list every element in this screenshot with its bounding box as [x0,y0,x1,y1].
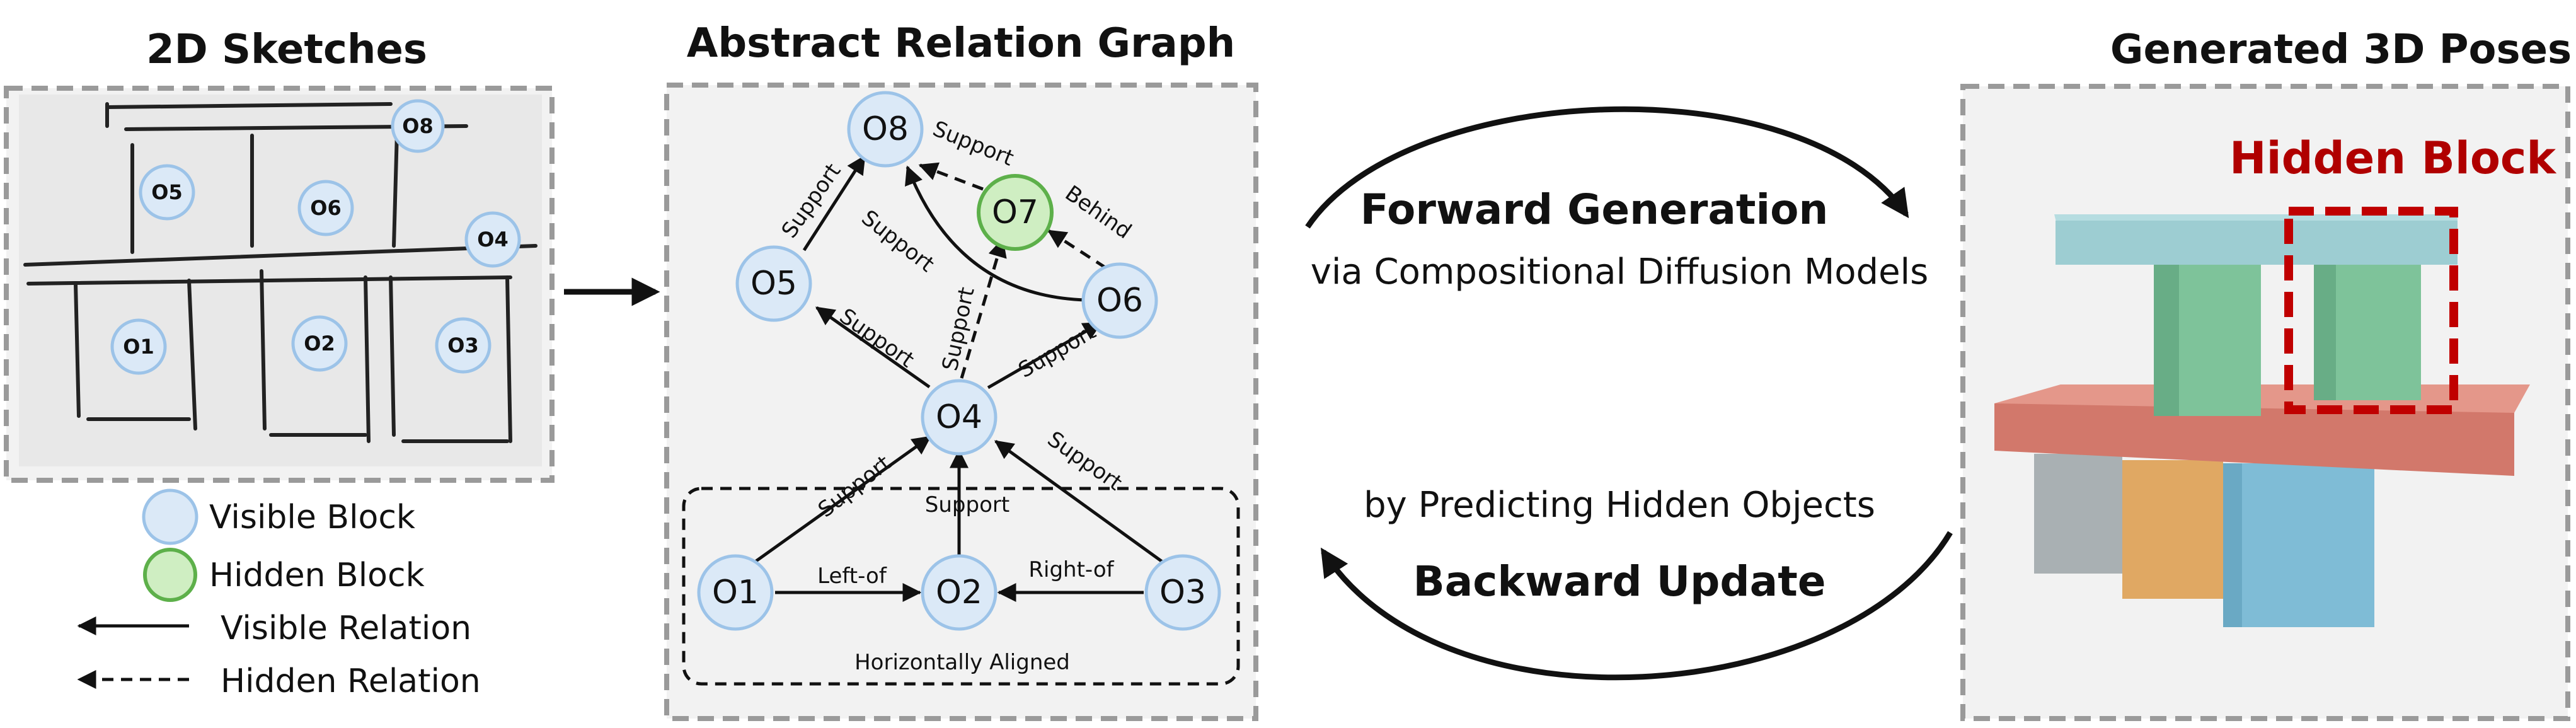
orange-block [2122,460,2223,599]
edge-o5-o8 [802,154,866,251]
edge-o3-o4 [994,439,1165,565]
sketch-node-o2: O2 [291,315,348,372]
forward-subtitle: via Compositional Diffusion Models [1311,251,1929,292]
graph-node-o1-label: O1 [712,574,759,611]
red-slab [1994,403,2514,476]
sketch-node-o3-label: O3 [447,333,478,357]
graph-title: Abstract Relation Graph [687,20,1235,67]
sketch-node-o6: O6 [297,180,354,236]
sketch-node-o5-label: O5 [151,180,182,204]
backward-title: Backward Update [1413,557,1826,606]
sketch-node-o3: O3 [435,317,492,374]
sketch-panel: 2D Sketches O8 [4,26,555,483]
block-render [1994,207,2530,627]
sketch-node-o2-label: O2 [304,332,335,355]
edge-o1-o4 [755,435,932,563]
graph-node-o8: O8 [847,91,924,168]
sketch-title: 2D Sketches [146,26,427,73]
horizontal-group-box [682,487,1240,686]
edge-o4-o6 [987,321,1103,390]
grey-block [2034,454,2122,574]
sketch-node-o4-label: O4 [477,228,508,251]
graph-node-o3-label: O3 [1159,574,1206,611]
group-label: Horizontally Aligned [854,650,1070,675]
legend-visible-block: Visible Block [142,488,415,545]
edge-label-o4-o2: Support [925,492,1009,517]
top-plank [2056,221,2458,265]
legend-hidden-block: Hidden Block [143,548,425,602]
graph-node-o4: O4 [921,379,998,456]
process-section: Forward Generation via Compositional Dif… [1305,106,1953,681]
edge-label-o3-o2: Right-of [1028,557,1114,582]
hidden-block-outline [2284,207,2458,414]
backward-subtitle: by Predicting Hidden Objects [1364,485,1875,526]
graph-node-o5-label: O5 [750,265,797,303]
legend-hidden-block-label: Hidden Block [209,557,425,594]
sketch-node-o1-label: O1 [123,335,154,359]
graph-node-o5: O5 [735,245,812,322]
edge-o6-o8 [905,165,1087,302]
sketch-node-o1: O1 [110,318,167,375]
graph-node-o7-label: O7 [992,194,1038,231]
edge-o6-o7 [1047,229,1107,270]
sketch-node-o8-label: O8 [402,114,433,138]
legend: Visible Block Hidden Block Visible Relat… [77,488,481,700]
render-hidden-block-label: Hidden Block [2229,132,2556,184]
graph-node-o6: O6 [1081,262,1158,339]
sketch-node-o6-label: O6 [310,196,341,220]
legend-visible-block-label: Visible Block [209,499,415,536]
forward-title: Forward Generation [1360,185,1829,234]
backward-arc-arrow [1320,531,1953,681]
edge-o4-o7 [960,238,1007,379]
legend-hidden-relation-label: Hidden Relation [221,662,481,700]
graph-edges [755,154,1165,602]
blue-block [2223,463,2374,627]
edge-label-o1-o2: Left-of [817,563,887,589]
graph-node-o2-label: O2 [936,574,982,611]
forward-arc-arrow [1305,106,1909,229]
sketch-node-o5: O5 [139,164,195,221]
graph-node-o6-label: O6 [1096,282,1143,320]
sketch-node-o8: O8 [391,99,445,153]
graph-node-o7: O7 [977,174,1054,251]
sketch-strokes [23,102,538,443]
edge-o4-o5 [815,306,931,389]
legend-visible-relation: Visible Relation [77,610,471,647]
graph-node-o2: O2 [921,554,998,631]
graph-node-o1: O1 [697,554,774,631]
sketch-node-o4: O4 [464,211,521,268]
edge-o7-o8 [918,162,984,191]
poses-title: Generated 3D Poses [2110,26,2572,73]
graph-node-o8-label: O8 [862,110,909,148]
graph-node-o4-label: O4 [936,398,982,436]
poses-panel: Generated 3D Poses Hidden Block [1960,26,2572,721]
graph-panel: Abstract Relation Graph Horizontally Ali… [664,20,1258,721]
legend-hidden-relation: Hidden Relation [77,662,481,700]
graph-node-o3: O3 [1144,554,1221,631]
legend-visible-relation-label: Visible Relation [221,610,471,647]
